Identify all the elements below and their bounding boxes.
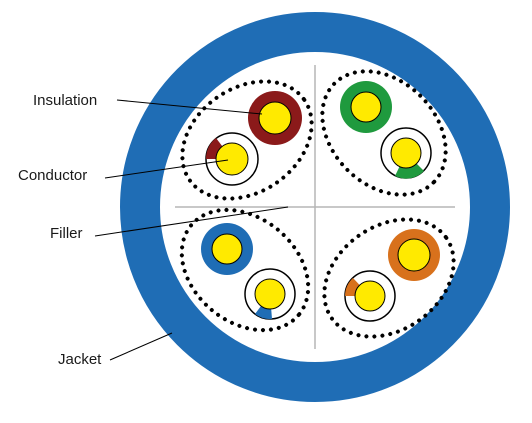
pair-shield bbox=[180, 79, 314, 201]
wire-solid-blue bbox=[201, 223, 253, 275]
pair-blue bbox=[179, 207, 311, 333]
filler bbox=[175, 65, 455, 349]
label-conductor: Conductor bbox=[18, 167, 87, 184]
pair-shield bbox=[322, 217, 456, 339]
wire-striped-orange bbox=[344, 270, 396, 322]
pair-shield bbox=[320, 69, 448, 197]
leader-lines bbox=[94, 99, 289, 361]
pair-orange bbox=[322, 217, 456, 339]
filler-leader bbox=[94, 206, 289, 237]
pair-green bbox=[320, 69, 448, 197]
label-filler: Filler bbox=[50, 225, 83, 242]
wire-solid-green bbox=[340, 81, 392, 133]
wire-striped-green bbox=[380, 127, 432, 179]
wire-solid-brown bbox=[248, 91, 302, 145]
wire-striped-brown bbox=[205, 132, 259, 186]
wire-striped-blue bbox=[244, 268, 296, 320]
conductor-leader bbox=[104, 159, 229, 179]
label-insulation: Insulation bbox=[33, 92, 97, 109]
insulation-leader bbox=[116, 99, 263, 115]
jacket-leader bbox=[109, 332, 173, 361]
pair-shield bbox=[179, 207, 311, 333]
pair-brown bbox=[180, 79, 314, 201]
wire-solid-orange bbox=[388, 229, 440, 281]
label-jacket: Jacket bbox=[58, 351, 102, 368]
